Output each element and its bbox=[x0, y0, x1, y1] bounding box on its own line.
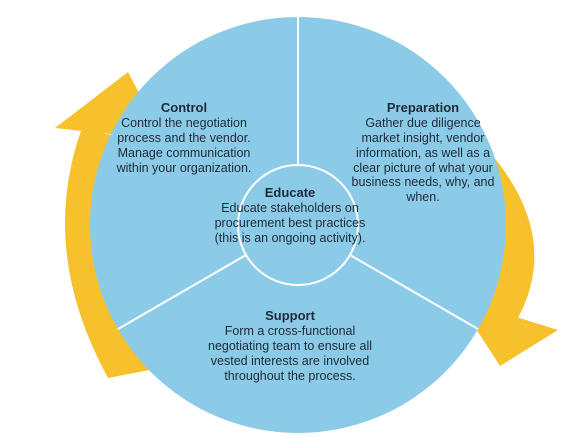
inner-circle bbox=[237, 164, 359, 286]
section-preparation-title: Preparation bbox=[386, 100, 460, 115]
divider-lower-right bbox=[349, 254, 479, 330]
section-educate-title: Educate bbox=[264, 185, 316, 200]
section-educate: Educate Educate stakeholders on procurem… bbox=[204, 185, 376, 246]
section-support: Support Form a cross-functional negotiat… bbox=[205, 308, 375, 383]
section-control: Control Control the negotiation process … bbox=[104, 100, 264, 175]
section-preparation-body: Gather due diligence market insight, ven… bbox=[351, 116, 495, 205]
section-support-title: Support bbox=[265, 308, 315, 323]
section-control-title: Control bbox=[160, 100, 208, 115]
divider-lower-left bbox=[117, 254, 247, 330]
section-educate-body: Educate stakeholders on procurement best… bbox=[214, 201, 366, 245]
section-support-body: Form a cross-functional negotiating team… bbox=[208, 324, 372, 383]
section-preparation: Preparation Gather due diligence market … bbox=[348, 100, 498, 205]
section-control-body: Control the negotiation process and the … bbox=[116, 116, 252, 175]
